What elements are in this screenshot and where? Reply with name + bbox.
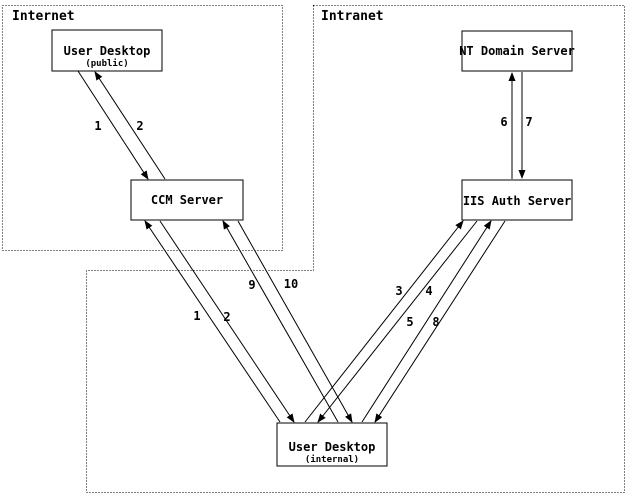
arrow-internal-desktop-to-ccm-2 xyxy=(222,220,339,423)
node-user-desktop-public-subtitle: (public) xyxy=(85,58,128,69)
arrow-ccm-to-internal-desktop-2 xyxy=(237,220,353,423)
node-iis-auth-server-box xyxy=(461,179,573,221)
arrow-internal-desktop-to-ccm xyxy=(144,220,281,423)
node-nt-domain-server-title: NT Domain Server xyxy=(459,44,575,58)
node-nt-domain-server: NT Domain Server xyxy=(459,30,575,72)
arrow-internal-desktop-to-iis xyxy=(304,220,464,423)
node-user-desktop-internal: User Desktop (internal) xyxy=(276,422,388,467)
node-ccm-server: CCM Server xyxy=(130,179,244,221)
node-user-desktop-public-box xyxy=(51,29,163,72)
flow-label-3: 3 xyxy=(395,284,402,298)
flow-label-1-mid: 1 xyxy=(193,309,200,323)
arrow-iis-to-internal-desktop-2 xyxy=(374,220,506,423)
flow-label-9: 9 xyxy=(248,278,255,292)
node-ccm-server-box xyxy=(130,179,244,221)
internet-zone-label: Internet xyxy=(12,9,75,24)
node-user-desktop-public-title: User Desktop xyxy=(64,44,151,58)
flow-label-6: 6 xyxy=(500,115,507,129)
internet-zone-border xyxy=(2,5,283,251)
node-nt-domain-server-box xyxy=(461,30,573,72)
flow-label-2-mid: 2 xyxy=(223,310,230,324)
node-user-desktop-internal-subtitle: (internal) xyxy=(305,454,359,465)
node-iis-auth-server-title: IIS Auth Server xyxy=(463,194,571,208)
flow-label-1-top: 1 xyxy=(94,119,101,133)
arrow-iis-to-internal-desktop xyxy=(317,220,478,423)
intranet-zone-border xyxy=(86,5,625,493)
arrow-public-desktop-to-ccm xyxy=(77,70,149,180)
flow-label-10: 10 xyxy=(284,277,298,291)
node-ccm-server-title: CCM Server xyxy=(151,193,223,207)
arrow-ccm-to-public-desktop xyxy=(94,71,166,180)
flow-label-8: 8 xyxy=(432,315,439,329)
arrow-internal-desktop-to-iis-2 xyxy=(361,220,492,423)
arrow-ccm-to-internal-desktop xyxy=(159,220,295,423)
node-user-desktop-internal-box xyxy=(276,422,388,467)
node-user-desktop-internal-title: User Desktop xyxy=(289,440,376,454)
flow-label-4: 4 xyxy=(425,284,432,298)
node-iis-auth-server: IIS Auth Server xyxy=(461,179,573,221)
intranet-zone-label: Intranet xyxy=(321,9,384,24)
flow-label-7: 7 xyxy=(525,115,532,129)
flow-label-5: 5 xyxy=(406,315,413,329)
node-user-desktop-public: User Desktop (public) xyxy=(51,29,163,72)
flow-label-2-top: 2 xyxy=(136,119,143,133)
